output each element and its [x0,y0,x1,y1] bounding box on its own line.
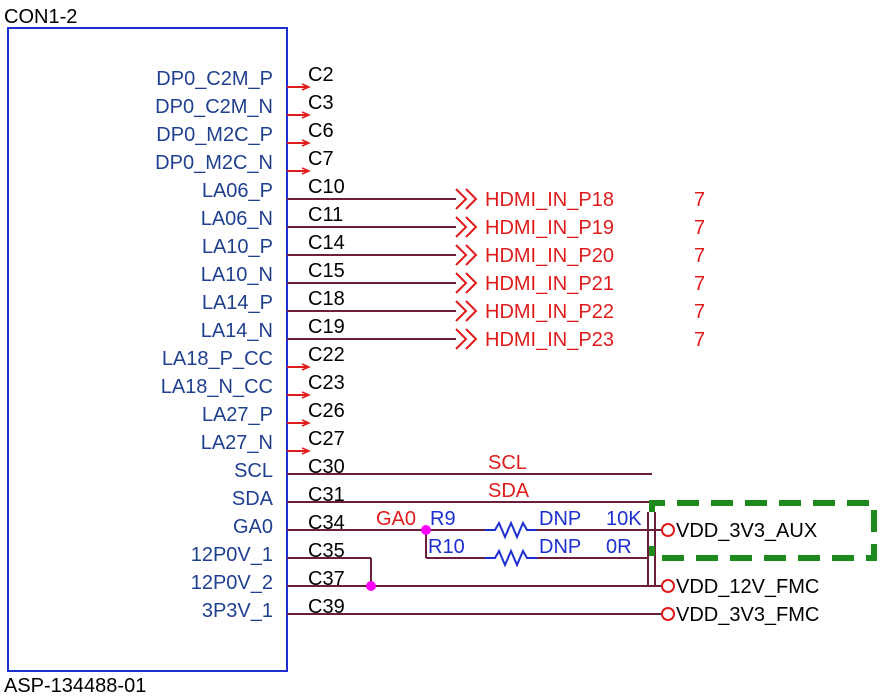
pin-name: LA14_N [201,320,273,342]
vdd-12v-fmc-port-icon [661,579,675,593]
no-connect-mark [301,139,311,147]
no-connect-mark [301,363,311,371]
r10-ref: R10 [428,536,465,558]
offpage-connector-icon [465,244,478,266]
pin-number: C39 [308,596,345,618]
connector-title: CON1-2 [4,6,77,28]
no-connect-mark [301,447,311,455]
vdd-3v3-aux-label: VDD_3V3_AUX [676,520,817,542]
pin-name: LA10_N [201,264,273,286]
hdmi-page-ref: 7 [694,273,705,295]
pin-number: C27 [308,428,345,450]
pin-number: C37 [308,568,345,590]
hdmi-net-label: HDMI_IN_P18 [485,189,614,211]
pin-name: 12P0V_2 [191,572,273,594]
scl-net-label: SCL [488,452,527,474]
offpage-connector-icon [455,328,468,350]
hdmi-page-ref: 7 [694,217,705,239]
hdmi-net-label: HDMI_IN_P23 [485,329,614,351]
r10-resistor-symbol [485,548,537,568]
offpage-connector-icon [455,244,468,266]
pin-number: C10 [308,176,345,198]
offpage-connector-icon [465,216,478,238]
pin-number: C15 [308,260,345,282]
offpage-connector-icon [465,328,478,350]
pin-number: C31 [308,484,345,506]
highlight-dashed-box [649,500,877,561]
vdd-3v3-aux-port-icon [661,523,675,537]
hdmi-net-label: HDMI_IN_P21 [485,273,614,295]
ga0-net-label: GA0 [376,508,416,530]
hdmi-page-ref: 7 [694,329,705,351]
pin-name: LA18_P_CC [162,348,273,370]
pin-number: C35 [308,540,345,562]
pin-number: C19 [308,316,345,338]
pin-number: C23 [308,372,345,394]
r9-ref: R9 [430,508,456,530]
offpage-connector-icon [455,300,468,322]
r10-value: 0R [606,536,632,558]
pin-number: C22 [308,344,345,366]
vdd-3v3-fmc-port-icon [661,607,675,621]
pin-name: DP0_C2M_P [156,68,273,90]
pin-number: C2 [308,64,334,86]
pin-name: DP0_M2C_P [156,124,273,146]
pin-number: C34 [308,512,345,534]
pin-number: C18 [308,288,345,310]
no-connect-mark [301,391,311,399]
no-connect-mark [301,83,311,91]
pin-name: LA06_N [201,208,273,230]
connector-body [7,27,288,672]
vdd-12v-fmc-label: VDD_12V_FMC [676,576,819,598]
r9-dnp: DNP [539,508,581,530]
hdmi-page-ref: 7 [694,189,705,211]
pin-number: C6 [308,120,334,142]
pin-name: DP0_C2M_N [155,96,273,118]
pin-name: LA27_P [202,404,273,426]
hdmi-page-ref: 7 [694,245,705,267]
offpage-connector-icon [455,272,468,294]
pin-name: LA18_N_CC [161,376,273,398]
pin-name: SDA [232,488,274,510]
offpage-connector-icon [465,272,478,294]
pin-name: LA06_P [202,180,273,202]
sda-net-label: SDA [488,480,530,502]
connector-part-number: ASP-134488-01 [4,675,146,697]
no-connect-mark [301,111,311,119]
vdd-3v3-fmc-label: VDD_3V3_FMC [676,604,819,626]
no-connect-mark [301,419,311,427]
pin-number: C3 [308,92,334,114]
offpage-connector-icon [465,188,478,210]
pin-name: DP0_M2C_N [155,152,273,174]
hdmi-net-label: HDMI_IN_P22 [485,301,614,323]
pin-number: C26 [308,400,345,422]
pin-name: 12P0V_1 [191,544,273,566]
pin-number: C11 [308,204,343,226]
pin-number: C7 [308,148,334,170]
no-connect-mark [301,167,311,175]
pin-name: SCL [234,460,273,482]
hdmi-net-label: HDMI_IN_P19 [485,217,614,239]
12v-junction-dot [366,581,376,591]
offpage-connector-icon [455,188,468,210]
hdmi-page-ref: 7 [694,301,705,323]
pin-name: GA0 [233,516,273,538]
pin-number: C14 [308,232,345,254]
r9-resistor-symbol [485,520,537,540]
r9-value: 10K [606,508,642,530]
hdmi-net-label: HDMI_IN_P20 [485,245,614,267]
r10-dnp: DNP [539,536,581,558]
ga0-junction-dot [421,525,431,535]
pin-number: C30 [308,456,345,478]
pin-name: LA14_P [202,292,273,314]
pin-name: LA10_P [202,236,273,258]
pin-name: 3P3V_1 [202,600,273,622]
offpage-connector-icon [455,216,468,238]
offpage-connector-icon [465,300,478,322]
pin-name: LA27_N [201,432,273,454]
